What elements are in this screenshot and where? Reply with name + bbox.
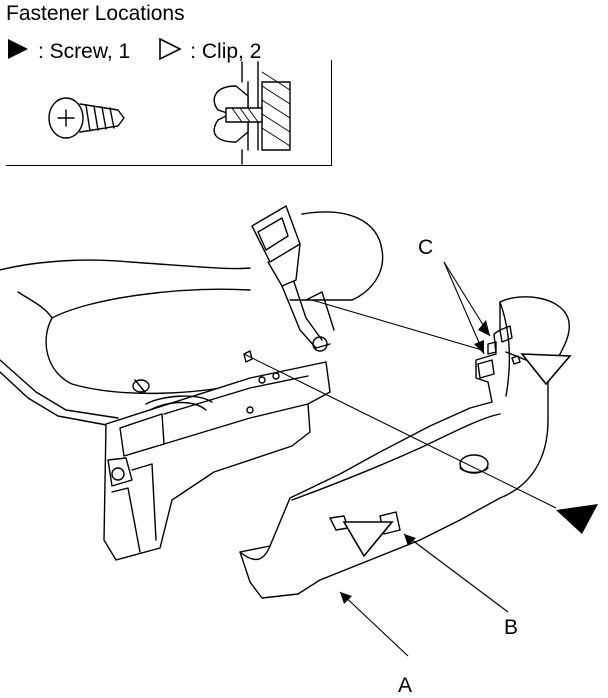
clip-connect-line [311, 299, 483, 351]
callout-a-arrowhead [340, 592, 352, 604]
clip-c-marker [505, 351, 527, 365]
clip-symbol-icon [158, 37, 182, 67]
seat-back [289, 211, 384, 301]
callout-b-arrowhead [404, 534, 416, 546]
seat-belt-buckle [251, 205, 335, 352]
screw-connect-line [243, 353, 557, 509]
arrow-heads [340, 320, 490, 604]
callout-b-leader [403, 533, 509, 613]
clip-illustration [213, 61, 291, 165]
callout-c-arrowhead-2 [474, 340, 484, 354]
callout-c-arrowhead-1 [478, 320, 490, 336]
callout-c-leader-2 [443, 261, 485, 355]
callout-b-label: B [504, 616, 518, 639]
seat-frame [103, 350, 331, 561]
screw-symbol-icon [6, 37, 30, 67]
side-cover-a [239, 296, 570, 599]
fastener-legend: : Screw, 1 : Clip, 2 [6, 37, 261, 67]
clip-legend-label: : Clip, 2 [190, 40, 262, 63]
screw-legend-label: : Screw, 1 [38, 40, 131, 63]
callout-a-label: A [398, 674, 412, 697]
callout-c-label: C [418, 236, 433, 259]
clip-location-triangle-lower [342, 521, 394, 558]
leader-lines [243, 261, 557, 657]
screw-location-triangle [556, 504, 598, 534]
diagram-title: Fastener Locations [6, 2, 185, 25]
clip-location-triangle-upper [520, 353, 572, 386]
seat-cushion [0, 259, 259, 427]
callout-a-leader [339, 591, 409, 657]
callout-c-leader-1 [443, 261, 491, 337]
fastener-inset-box [6, 60, 332, 166]
screw-illustration [48, 97, 125, 139]
